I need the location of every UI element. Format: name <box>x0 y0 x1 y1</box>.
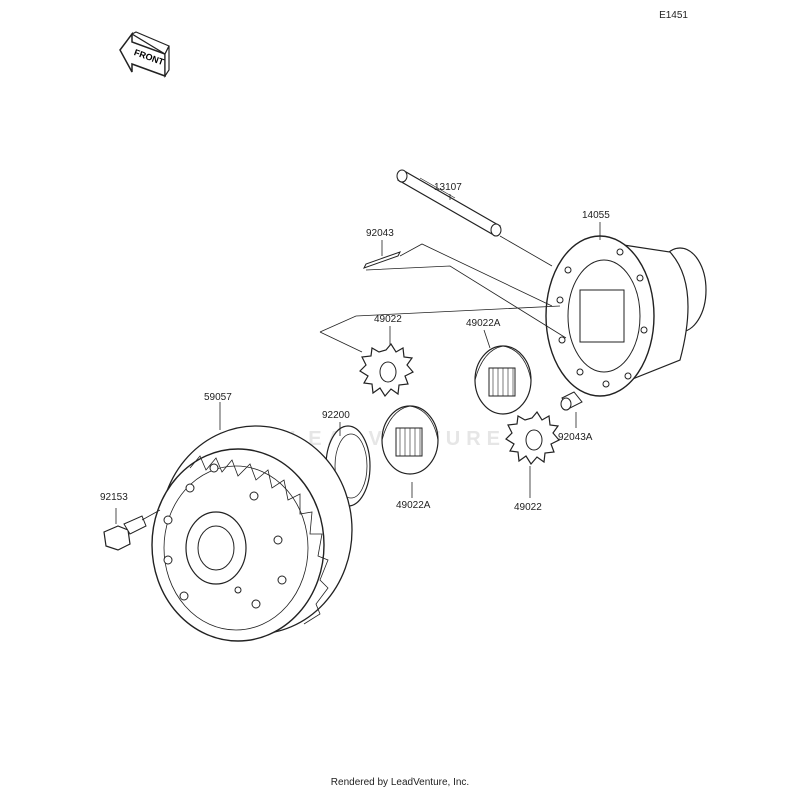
label-92200: 92200 <box>322 410 350 421</box>
part-92043A-dowel[interactable] <box>560 391 583 411</box>
part-49022A-bottom-side-gear[interactable] <box>381 405 439 475</box>
part-49022-top-pinion-gear[interactable] <box>359 343 414 397</box>
part-92153-bolt[interactable] <box>103 515 147 551</box>
diagram-code: E1451 <box>659 10 688 21</box>
part-49022A-top-side-gear[interactable] <box>474 345 532 415</box>
footer-credit: Rendered by LeadVenture, Inc. <box>330 777 470 788</box>
leader-lines <box>115 194 601 524</box>
label-59057: 59057 <box>204 392 232 403</box>
label-14055: 14055 <box>582 210 610 221</box>
part-13107-shaft[interactable] <box>396 169 502 237</box>
front-arrow-icon: FRONT <box>119 31 170 78</box>
part-49022-bottom-pinion-gear[interactable] <box>505 411 560 465</box>
label-13107: 13107 <box>434 182 462 193</box>
part-14055-differential-case[interactable] <box>545 235 707 397</box>
part-92043-pin[interactable] <box>362 251 402 269</box>
label-49022A-bottom: 49022A <box>396 500 431 511</box>
label-92153: 92153 <box>100 492 128 503</box>
label-92043A: 92043A <box>558 432 593 443</box>
label-49022-bottom: 49022 <box>514 502 542 513</box>
label-49022A-top: 49022A <box>466 318 501 329</box>
label-92043: 92043 <box>366 228 394 239</box>
label-49022-top: 49022 <box>374 314 402 325</box>
part-59057-ring-gear[interactable] <box>151 425 353 642</box>
